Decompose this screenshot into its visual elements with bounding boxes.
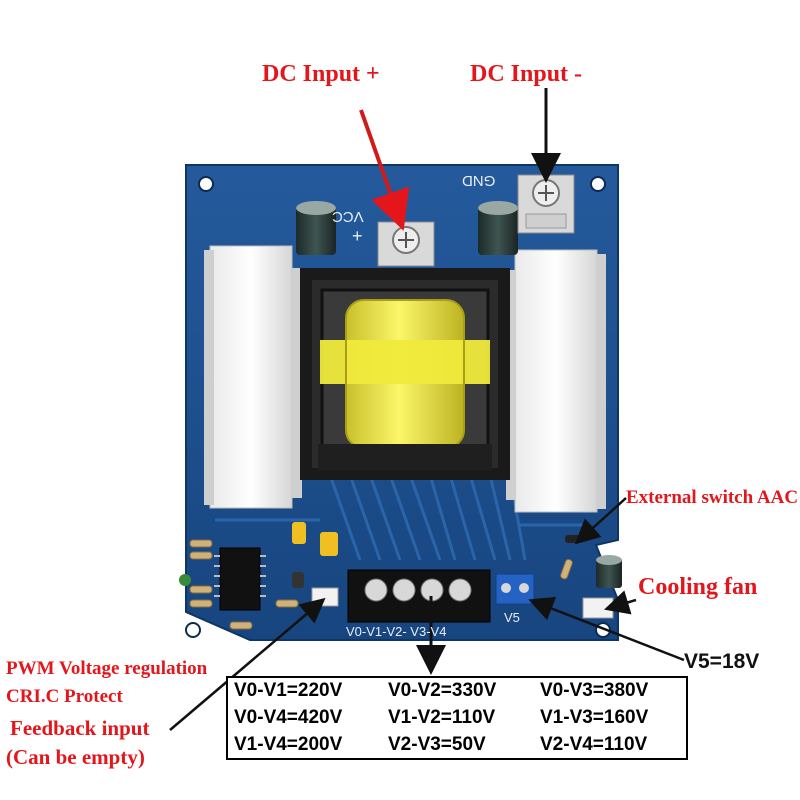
pcb-traces: [215, 474, 590, 561]
gnd-silkscreen: GND: [462, 172, 496, 189]
left-heatsink: [204, 245, 302, 509]
fan-arrow: [604, 590, 637, 615]
dc-plus-arrow: [359, 109, 410, 231]
spec-cell: V0-V1=220V: [234, 680, 343, 701]
spec-cell: V2-V3=50V: [388, 734, 486, 755]
vcc-terminal: [377, 221, 435, 267]
external-switch-label: External switch AAC: [626, 487, 799, 508]
v5-silkscreen: V5: [504, 610, 520, 625]
v5-arrow: [528, 596, 685, 662]
spec-cell: V0-V4=420V: [234, 707, 343, 728]
mount-hole: [198, 176, 214, 192]
spec-cell: V1-V4=200V: [234, 734, 343, 755]
switch-component: [565, 535, 581, 543]
spec-cell: V0-V2=330V: [388, 680, 497, 701]
v5-voltage-label: V5=18V: [684, 650, 760, 673]
output-terminal-block: [347, 569, 491, 623]
terminal-row-silkscreen: V0-V1-V2- V3-V4: [346, 624, 447, 639]
small-capacitors: [179, 522, 338, 588]
dc-input-minus-label: DC Input -: [470, 61, 583, 87]
spec-cell: V1-V3=160V: [540, 707, 649, 728]
fan-connector: [582, 597, 614, 619]
voltage-spec-table: V0-V1=220V V0-V2=330V V0-V3=380V V0-V4=4…: [226, 676, 688, 760]
mount-hole: [590, 176, 606, 192]
cric-protect-label: CRI.C Protect: [6, 686, 123, 707]
can-be-empty-label: (Can be empty): [6, 745, 145, 769]
feedback-input-label: Feedback input: [10, 716, 150, 740]
cric-connector: [311, 587, 339, 607]
right-heatsink: [506, 249, 606, 513]
gnd-terminal: [517, 174, 575, 234]
capacitor-right: [478, 201, 518, 255]
v5-terminal: [495, 573, 535, 605]
capacitor-left: [296, 201, 336, 255]
vcc-silkscreen: VCC: [332, 208, 364, 225]
spec-cell: V1-V2=110V: [388, 707, 496, 728]
resistors: [189, 539, 573, 630]
feedback-arrow: [169, 597, 326, 731]
pwm-label: PWM Voltage regulation: [6, 658, 208, 679]
spec-cell: V0-V3=380V: [540, 680, 649, 701]
dc-input-plus-label: DC Input +: [262, 61, 380, 87]
cooling-fan-label: Cooling fan: [638, 574, 758, 600]
fan-capacitor: [596, 555, 622, 588]
mount-hole: [185, 622, 201, 638]
switch-arrow: [574, 497, 627, 545]
plus-silkscreen: +: [352, 226, 363, 246]
transformer: [300, 268, 510, 480]
spec-cell: V2-V4=110V: [540, 734, 648, 755]
ic-chip: [214, 547, 266, 611]
